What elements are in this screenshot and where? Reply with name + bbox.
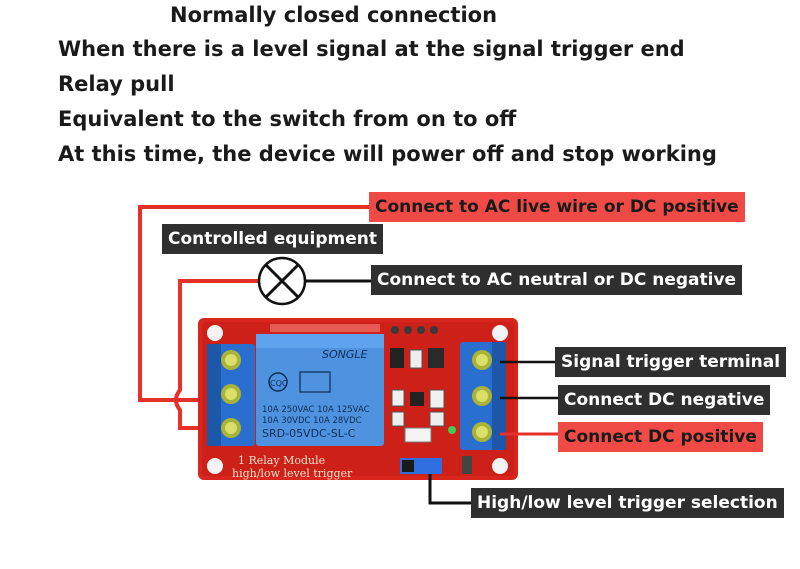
mount-hole-bottom-right [492, 458, 508, 474]
top-pads [391, 326, 438, 334]
smd-components [390, 348, 456, 443]
label-signal-trigger: Signal trigger terminal [555, 347, 787, 377]
red-wire-live [138, 205, 370, 402]
label-level-select: High/low level trigger selection [471, 488, 784, 518]
heading-line-2: When there is a level signal at the sign… [58, 37, 685, 61]
relay-model: SRD-05VDC-SL-C [262, 427, 356, 440]
module-line-2: high/low level trigger [232, 467, 353, 480]
leader-level-select [428, 474, 474, 505]
mount-hole-bottom-left [207, 458, 223, 474]
label-controlled-equipment: Controlled equipment [162, 224, 383, 254]
right-terminal-block [460, 342, 506, 450]
label-dc-negative: Connect DC negative [558, 385, 771, 415]
relay-spec-2: 10A 30VDC 10A 28VDC [262, 416, 362, 426]
svg-text:CQC: CQC [270, 379, 288, 388]
equipment-cross-icon [257, 256, 307, 306]
left-terminal-block [207, 344, 255, 446]
label-ac-neutral: Connect to AC neutral or DC negative [371, 265, 743, 295]
red-wire-equipment [174, 279, 258, 430]
mount-hole-top-left [207, 325, 223, 341]
heading-line-4: Equivalent to the switch from on to off [58, 107, 517, 131]
label-dc-positive: Connect DC positive [558, 422, 763, 452]
heading-line-1: Normally closed connection [170, 3, 498, 27]
mount-hole-top-right [492, 325, 508, 341]
relay-spec-1: 10A 250VAC 10A 125VAC [262, 405, 370, 415]
level-jumper [400, 456, 472, 474]
heading-line-5: At this time, the device will power off … [58, 142, 717, 166]
module-line-1: 1 Relay Module [238, 454, 325, 467]
label-ac-live: Connect to AC live wire or DC positive [369, 192, 745, 222]
heading-line-3: Relay pull [58, 72, 175, 96]
relay-component: SONGLE CQC 10A 250VAC 10A 125VAC 10A 30V… [256, 334, 384, 446]
relay-brand: SONGLE [322, 348, 368, 361]
